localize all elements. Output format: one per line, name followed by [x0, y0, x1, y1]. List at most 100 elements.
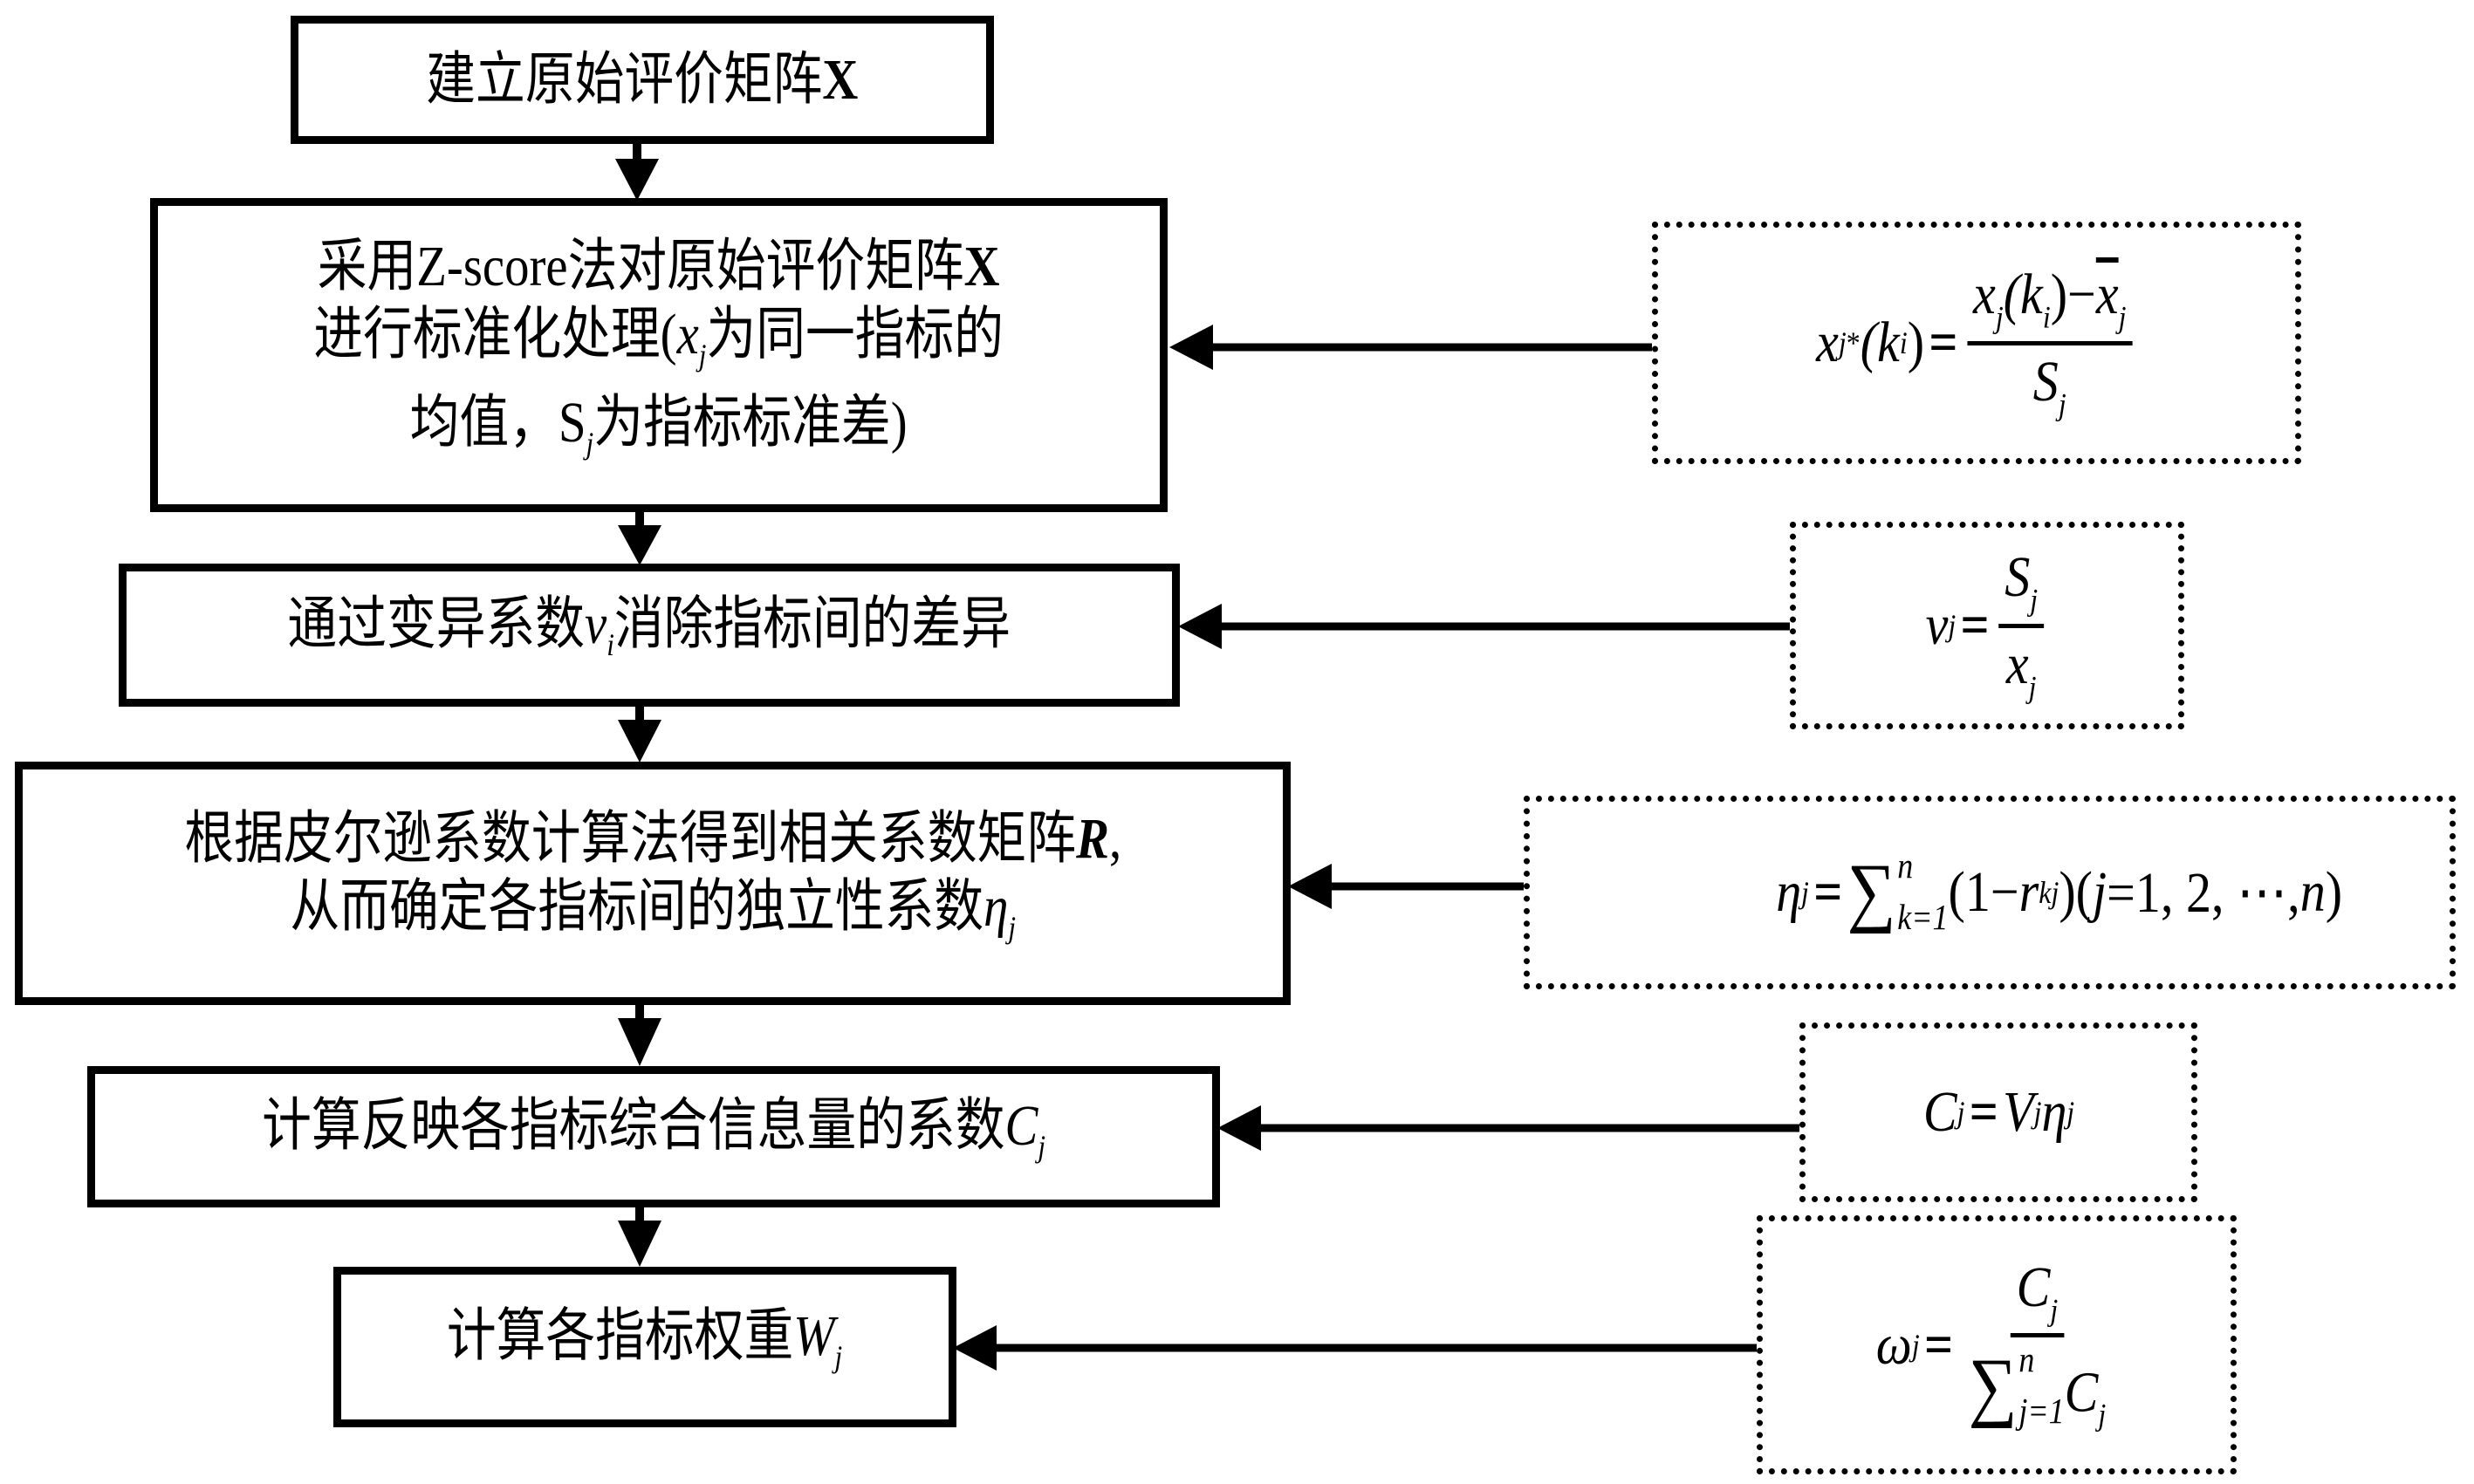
f5-summation: ∑ n j=1 [1968, 1342, 2065, 1432]
f3-body-b: )( [2059, 860, 2094, 924]
f5-sub-j: j [1912, 1327, 1920, 1363]
step-build-matrix: 建立原始评价矩阵X [291, 16, 994, 144]
sub-j: j [699, 338, 707, 373]
arrow-step3-to-step4 [618, 705, 661, 763]
step4-line2: 从而确定各指标间的独立性系数ηj [290, 874, 1015, 945]
f3-body-a: (1− [1948, 860, 2020, 924]
f1-num-x: x [1973, 263, 1996, 327]
f2-denominator: xj [2000, 628, 2043, 705]
step4-line2-text: 从而确定各指标间的独立性系数 [290, 874, 983, 939]
f5-num-sub-j: j [2050, 1292, 2059, 1328]
arrow-step2-to-step3 [618, 509, 661, 565]
f2-fraction: Sj xj [1998, 545, 2045, 705]
step2-line1-text: 采用Z-score法对原始评价矩阵 [318, 234, 964, 298]
f3-j: j [2093, 860, 2107, 924]
f1-num-sub-i: i [2042, 299, 2051, 335]
f2-v: v [1925, 593, 1949, 657]
step3-pre: 通过变异系数 [287, 592, 586, 657]
sub-j: j [586, 426, 594, 462]
f4-c: C [1922, 1080, 1957, 1144]
step4-line1-text: 根据皮尔逊系数计算法得到相关系数矩阵 [184, 806, 1076, 871]
f5-omega: ω [1876, 1312, 1913, 1377]
f4-sub-j3: j [2066, 1095, 2074, 1130]
step6-pre: 计算各指标权重 [447, 1304, 794, 1369]
step-pearson-correlation: 根据皮尔逊系数计算法得到相关系数矩阵R, 从而确定各指标间的独立性系数ηj [15, 762, 1291, 1005]
f2-den-sub-j: j [2028, 668, 2037, 704]
f3-summation: ∑ n k=1 [1847, 846, 1949, 937]
f1-num-sub-j2: j [2118, 299, 2127, 335]
var-c: C [1004, 1094, 1038, 1159]
f4-sub-j2: j [2033, 1095, 2041, 1130]
step4-line1: 根据皮尔逊系数计算法得到相关系数矩阵R, [184, 807, 1121, 871]
step-zscore-standardize: 采用Z-score法对原始评价矩阵X 进行标准化处理(xj为同一指标的 均值，S… [150, 198, 1168, 512]
f5-limits: n j=1 [2018, 1342, 2065, 1432]
f5-numerator: Cj [2010, 1255, 2065, 1338]
arrow-f1-to-step2 [1169, 325, 1654, 370]
arrow-f4-to-step5 [1217, 1105, 1802, 1151]
step-build-matrix-label: 建立原始评价矩阵X [426, 46, 858, 114]
f3-eta: η [1776, 860, 1802, 924]
f2-den-x: x [2005, 632, 2029, 696]
f1-x: x [1816, 311, 1839, 374]
step-variation-coefficient: 通过变异系数vi消除指标间的差异 [119, 564, 1180, 707]
matrix-symbol-r: R [1075, 806, 1109, 871]
f3-sub-j: j [1801, 875, 1810, 910]
f1-den-s: S [2032, 349, 2059, 414]
step-information-coefficient: 计算反映各指标综合信息量的系数Cj [87, 1066, 1220, 1207]
f3-r: r [2019, 860, 2039, 924]
f1-sub-j: j [1838, 325, 1847, 360]
f5-den-c: C [2064, 1360, 2099, 1425]
var-s: S [559, 391, 586, 455]
step2-line2: 进行标准化处理(xj为同一指标的 [314, 303, 1004, 373]
step2-line3-post: 为指标标准差) [593, 391, 908, 455]
f5-num-c: C [2016, 1255, 2051, 1320]
matrix-symbol-x: X [963, 234, 1000, 298]
equals-sign: = [1960, 593, 1990, 657]
step3-post: 消除指标间的差异 [614, 592, 1011, 657]
f3-lower: k=1 [1897, 898, 1949, 937]
f2-num-s: S [2005, 545, 2031, 610]
sigma-icon: ∑ [1968, 1343, 2018, 1429]
arrow-step1-to-step2 [615, 140, 659, 201]
f1-sub-i: i [1899, 325, 1908, 360]
step3-label: 通过变异系数vi消除指标间的差异 [288, 591, 1011, 679]
arrow-f5-to-step6 [953, 1325, 1763, 1371]
f1-denominator: Sj [2027, 345, 2073, 422]
matrix-symbol-x: X [822, 47, 859, 112]
f3-upper: n [1897, 846, 1914, 886]
comma: , [1108, 806, 1121, 871]
formula-variation: v j = Sj xj [1790, 522, 2184, 729]
f1-numerator: xj(ki)−xj [1967, 263, 2133, 345]
f4-v: V [2002, 1080, 2034, 1144]
f1-num-k: (k [2003, 263, 2043, 327]
f1-den-sub-j: j [2058, 386, 2066, 421]
f5-fraction: Cj ∑ n j=1 Cj [1963, 1255, 2113, 1433]
f3-body-d: ) [2326, 860, 2343, 924]
arrow-step4-to-step5 [618, 1002, 661, 1066]
f3-n: n [2300, 860, 2327, 924]
equals-sign: = [1929, 311, 1958, 374]
f1-num-minus: )− [2050, 263, 2096, 327]
f1-fraction: xj(ki)−xj Sj [1967, 263, 2133, 422]
sigma-icon: ∑ [1847, 849, 1896, 935]
step6-label: 计算各指标权重Wj [447, 1303, 842, 1391]
f1-arg: (k [1860, 311, 1900, 374]
equals-sign: = [1969, 1080, 1998, 1144]
sub-j: j [1038, 1129, 1045, 1165]
step-zscore-label: 采用Z-score法对原始评价矩阵X 进行标准化处理(xj为同一指标的 均值，S… [314, 233, 1004, 477]
step1-text: 建立原始评价矩阵 [426, 47, 823, 112]
f3-sub-kj: kj [2039, 875, 2059, 910]
var-w: W [793, 1304, 835, 1369]
step4-label: 根据皮尔逊系数计算法得到相关系数矩阵R, 从而确定各指标间的独立性系数ηj [184, 805, 1121, 961]
arrow-f3-to-step4 [1288, 864, 1525, 909]
formula-variation-expr: v j = Sj xj [1925, 545, 2049, 705]
f5-lower: j=1 [2018, 1392, 2065, 1432]
step2-line1: 采用Z-score法对原始评价矩阵X [318, 235, 1000, 298]
arrow-f2-to-step3 [1178, 604, 1791, 649]
arrow-step5-to-step6 [618, 1204, 661, 1267]
f3-limits: n k=1 [1897, 846, 1949, 937]
